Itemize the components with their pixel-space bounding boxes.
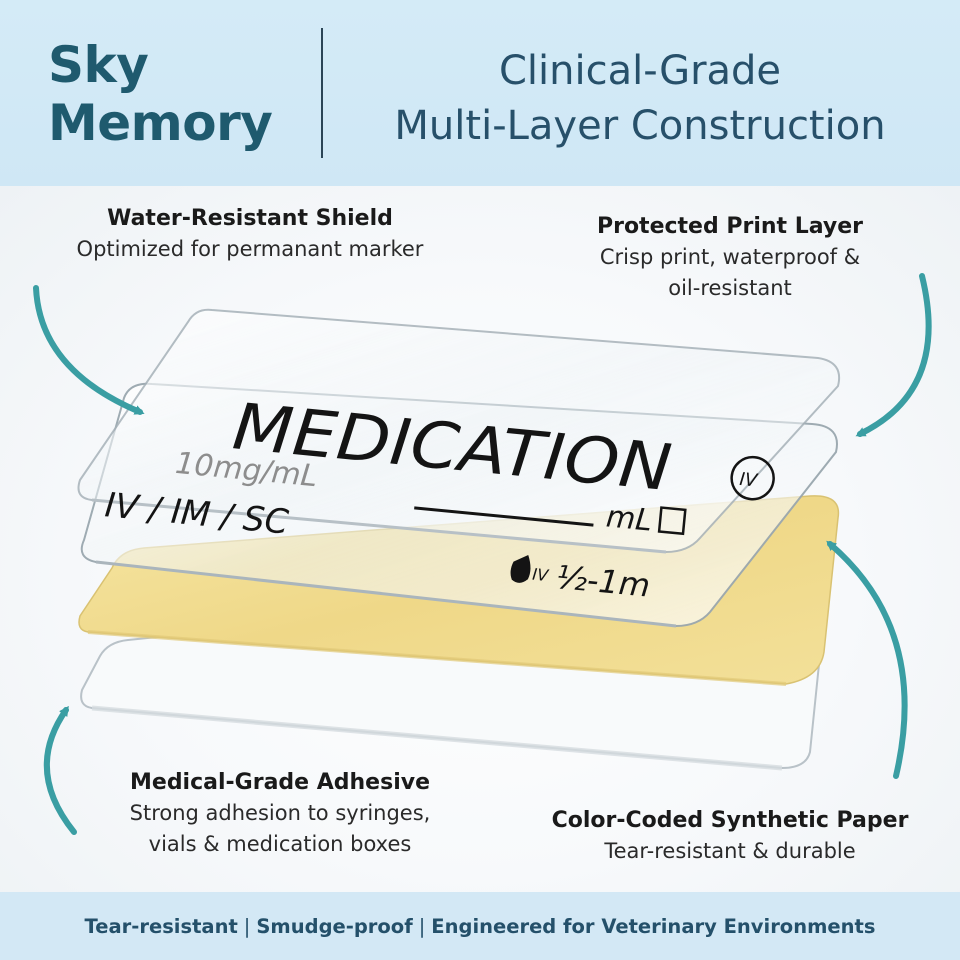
footer-item-tear-resistant: Tear-resistant	[84, 914, 238, 938]
footer-item-engineered: Engineered for Veterinary Environments	[431, 914, 876, 938]
callout-adhesive-title: Medical-Grade Adhesive	[130, 770, 430, 795]
dose-route: IV	[532, 565, 550, 586]
callout-print-title: Protected Print Layer	[596, 214, 864, 239]
curved-arrow-icon	[33, 285, 145, 415]
dose-text: ½-1m	[554, 558, 651, 605]
brand-logo: Sky Memory	[48, 36, 273, 152]
iv-badge-circle	[730, 455, 775, 501]
curved-arrow-icon	[826, 540, 908, 779]
header-banner: Sky Memory Clinical-Grade Multi-Layer Co…	[0, 0, 960, 186]
footer-separator: |	[243, 914, 251, 938]
callout-shield-desc: Optimized for permanant marker	[76, 237, 424, 261]
callout-print-desc-1: Crisp print, waterproof &	[599, 245, 861, 269]
checkbox-icon	[657, 506, 687, 536]
callout-adhesive-desc-1: Strong adhesion to syringes,	[129, 801, 431, 825]
curved-arrow-icon	[855, 273, 932, 437]
header-divider	[321, 28, 323, 158]
callout-print-desc-2: oil-resistant	[668, 276, 792, 300]
headline: Clinical-Grade Multi-Layer Construction	[340, 44, 940, 154]
brand-line-1: Sky	[48, 36, 149, 94]
brand-line-2: Memory	[48, 94, 273, 152]
callout-shield-title: Water-Resistant Shield	[107, 206, 393, 231]
curved-arrow-icon	[43, 705, 77, 835]
callout-adhesive: Medical-Grade Adhesive Strong adhesion t…	[60, 768, 500, 860]
footer-banner: Tear-resistant | Smudge-proof | Engineer…	[0, 892, 960, 960]
write-in-line	[414, 506, 594, 527]
callout-paper: Color-Coded Synthetic Paper Tear-resista…	[510, 806, 950, 867]
iv-badge-text: IV	[738, 469, 759, 492]
callout-paper-title: Color-Coded Synthetic Paper	[551, 808, 909, 833]
drop-icon	[510, 555, 531, 583]
callout-print: Protected Print Layer Crisp print, water…	[540, 212, 920, 304]
footer-item-smudge-proof: Smudge-proof	[256, 914, 413, 938]
callout-adhesive-desc-2: vials & medication boxes	[148, 832, 412, 856]
footer-separator: |	[418, 914, 426, 938]
callout-shield: Water-Resistant Shield Optimized for per…	[10, 204, 490, 265]
label-unit: mL	[605, 499, 654, 538]
headline-line-1: Clinical-Grade	[498, 48, 782, 94]
headline-line-2: Multi-Layer Construction	[394, 103, 886, 149]
callout-paper-desc: Tear-resistant & durable	[604, 839, 856, 863]
